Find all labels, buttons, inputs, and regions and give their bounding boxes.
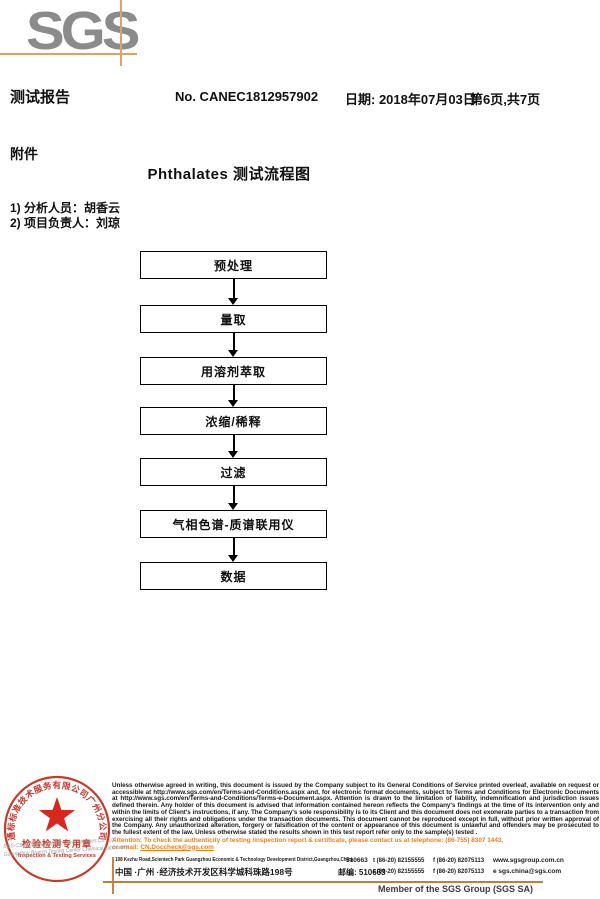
flow-step-data: 数据	[140, 562, 327, 590]
page-indicator: 第6页,共7页	[470, 92, 541, 107]
flow-step-gcms: 气相色谱-质谱联用仪	[140, 510, 327, 538]
website-link: www.sgsgroup.com.cn	[493, 857, 564, 864]
flow-step-concentrate-dilute: 浓缩/稀释	[140, 407, 327, 435]
footer: Unless otherwise agreed in writing, this…	[112, 782, 599, 852]
stamp-seal: 通标标准技术服务有限公司广州分公司 检验检测专用章 Inspection & T…	[3, 775, 111, 883]
report-date: 日期: 2018年07月03日	[345, 92, 476, 107]
project-leader-line: 2) 项目负责人：刘琼	[10, 216, 121, 230]
flow-step-pretreatment: 预处理	[140, 251, 327, 279]
sgs-email-link: e sgs.china@sgs.com	[493, 868, 562, 875]
fax-chinese: f (86-20) 82075113	[433, 868, 485, 875]
flowchart-title: Phthalates 测试流程图	[147, 166, 311, 183]
terms-disclaimer: Unless otherwise agreed in writing, this…	[112, 782, 599, 836]
telephone-chinese: t (86-20) 82155555	[373, 868, 425, 875]
flow-step-solvent-extraction: 用溶剂萃取	[140, 357, 327, 385]
letterhead-horizontal-rule	[0, 53, 137, 55]
analyst-line: 1) 分析人员：胡香云	[10, 201, 121, 215]
report-title: 测试报告	[10, 89, 71, 106]
address-block: 198 Kezhu Road,Scientech Park Guangzhou …	[112, 856, 599, 894]
down-arrow-icon	[228, 435, 239, 458]
down-arrow-icon	[228, 486, 239, 510]
attention-line1: Attention: To check the authenticity of …	[112, 836, 504, 844]
down-arrow-icon	[228, 333, 239, 357]
fax-english: f (86-20) 82075113	[433, 857, 485, 864]
flow-step-filter: 过滤	[140, 458, 327, 486]
attention-email-label: or email:	[112, 843, 141, 851]
attention-notice: Attention: To check the authenticity of …	[112, 836, 599, 852]
address-divider	[112, 857, 114, 894]
stamp-ring	[3, 775, 111, 883]
down-arrow-icon	[228, 385, 239, 407]
flow-step-measure: 量取	[140, 305, 327, 333]
down-arrow-icon	[228, 279, 239, 305]
report-number: No. CANEC1812957902	[175, 89, 319, 104]
attachment-label: 附件	[10, 146, 38, 162]
footer-bottom-rule	[103, 881, 543, 883]
telephone-english: t (86-20) 82155555	[373, 857, 425, 864]
letterhead-vertical-rule	[120, 0, 122, 66]
address-english: 198 Kezhu Road,Scientech Park Guangzhou …	[115, 857, 354, 863]
postcode-english: 510663	[346, 857, 368, 864]
postcode-chinese: 邮编: 510663	[338, 868, 386, 877]
doccheck-email-link: CN.Doccheck@sgs.com	[140, 843, 214, 851]
attention-line2: or email: CN.Doccheck@sgs.com	[112, 843, 599, 852]
star-icon	[38, 797, 76, 832]
address-chinese: 中国 ·广州 ·经济技术开发区科学城科珠路198号	[115, 867, 293, 877]
sgs-group-member-text: Member of the SGS Group (SGS SA)	[378, 884, 534, 894]
down-arrow-icon	[228, 538, 239, 562]
stamp-seal-subtitle: Inspection & Testing Services	[18, 853, 96, 859]
company-stamp: 通标标准技术服务有限公司广州分公司 检验检测专用章 Inspection & T…	[2, 772, 130, 888]
stamp-seal-title: 检验检测专用章	[22, 838, 92, 849]
